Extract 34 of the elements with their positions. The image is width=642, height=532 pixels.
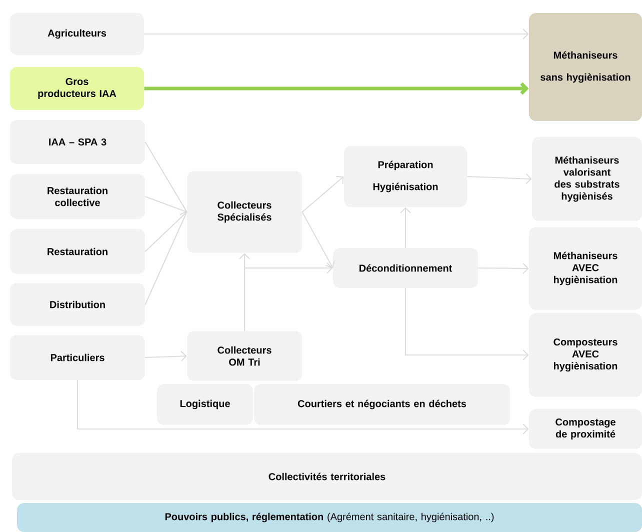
- arrow: [302, 212, 335, 268]
- destination-box: Méthaniseurs AVEC hygiènisation: [529, 227, 642, 310]
- collector-box: Collecteurs Spécialisés: [187, 171, 302, 253]
- source-box: Particuliers: [10, 335, 145, 380]
- source-box: Gros producteurs IAA: [10, 67, 144, 110]
- destination-box: Méthaniseurs valorisant des substrats hygiènisés: [532, 137, 642, 221]
- destination-box: Composteurs AVEC hygiènisation: [529, 313, 642, 397]
- source-box: Agriculteurs: [10, 13, 144, 55]
- arrow: [144, 196, 187, 216]
- node-label: Courtiers et négociants en déchets: [298, 400, 466, 410]
- arrow: [466, 173, 532, 184]
- arrow: [478, 262, 529, 274]
- source-box: IAA – SPA 3: [10, 120, 145, 164]
- source-box: Restauration: [10, 229, 145, 274]
- collector-box: Collecteurs OM Tri: [187, 331, 302, 381]
- node-label: Logistique: [180, 400, 230, 410]
- process-box: Préparation Hygiénisation: [344, 146, 467, 207]
- source-box: Distribution: [10, 283, 145, 326]
- arrow: [302, 176, 344, 212]
- source-box: Restauration collective: [10, 174, 145, 219]
- destination-box: Méthaniseurs sans hygiènisation: [529, 13, 642, 121]
- arrow: [400, 207, 411, 248]
- band: Collectivités territoriales: [12, 453, 642, 500]
- actor-box: Courtiers et négociants en déchets: [254, 384, 510, 425]
- arrow: [144, 82, 529, 95]
- destination-box: Compostage de proximité: [529, 409, 642, 449]
- actor-box: Logistique: [157, 384, 253, 425]
- process-box: Déconditionnement: [333, 248, 478, 288]
- arrow: [144, 28, 529, 40]
- arrow: [405, 288, 529, 360]
- arrow: [77, 380, 529, 434]
- arrow: [144, 350, 187, 362]
- arrow: [244, 262, 333, 332]
- band: Pouvoirs publics, réglementation (Agrément sanitaire, hygiénisation, ..): [17, 503, 642, 532]
